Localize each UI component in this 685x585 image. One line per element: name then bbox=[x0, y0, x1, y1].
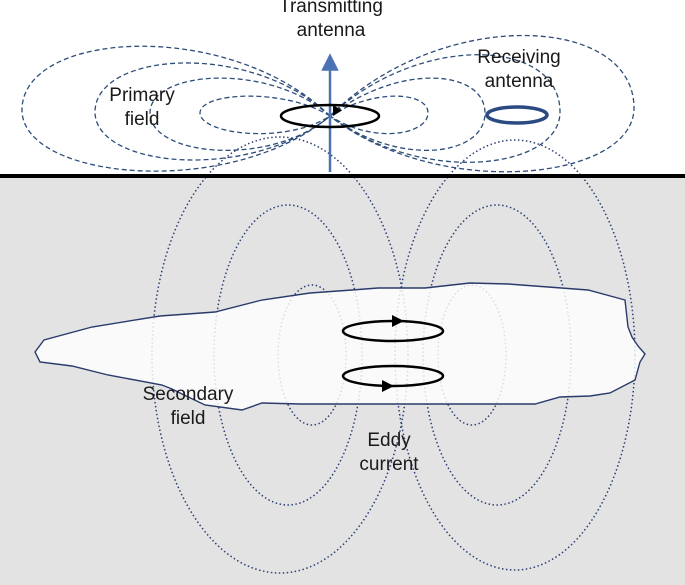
primary-field-line-left-2 bbox=[149, 77, 331, 151]
eddy-current-label-line2: current bbox=[359, 454, 419, 475]
primary-field-line-right-2 bbox=[328, 77, 486, 151]
primary-field-lines bbox=[21, 34, 635, 173]
eddy-loop-lower-arrowhead bbox=[382, 380, 394, 392]
transmit-loop-arrowhead bbox=[333, 105, 342, 116]
eddy-current-label: Eddy current bbox=[345, 429, 433, 477]
primary-field-line-left-4 bbox=[21, 45, 331, 172]
primary-field-line-left-3 bbox=[94, 62, 331, 161]
receiving-antenna-label: Receiving antenna bbox=[462, 46, 576, 94]
transmitting-antenna-loop bbox=[279, 103, 381, 129]
ore-body bbox=[34, 282, 646, 411]
eddy-loop-upper-arrowhead bbox=[392, 315, 404, 327]
primary-field-label: Primary field bbox=[94, 84, 190, 132]
transmitting-antenna-label-line2: antenna bbox=[296, 20, 366, 41]
primary-field-label-line2: field bbox=[124, 109, 160, 130]
receiving-antenna-label-line2: antenna bbox=[484, 71, 554, 92]
secondary-field-label-line2: field bbox=[170, 408, 206, 429]
receiving-antenna-label-line1: Receiving bbox=[477, 47, 561, 68]
primary-field-label-line1: Primary bbox=[109, 85, 175, 106]
receiving-antenna-loop bbox=[485, 105, 549, 125]
secondary-field-label-line1: Secondary bbox=[142, 384, 234, 405]
transmitting-antenna-label-line1: Transmitting bbox=[279, 0, 383, 17]
secondary-field-label: Secondary field bbox=[130, 383, 246, 431]
primary-field-line-right-3 bbox=[328, 54, 561, 163]
primary-field-line-left-1 bbox=[199, 95, 332, 135]
primary-field-line-right-4 bbox=[329, 34, 635, 173]
transmitting-antenna-label: Transmitting antenna bbox=[258, 0, 404, 43]
eddy-current-label-line1: Eddy bbox=[367, 430, 411, 451]
